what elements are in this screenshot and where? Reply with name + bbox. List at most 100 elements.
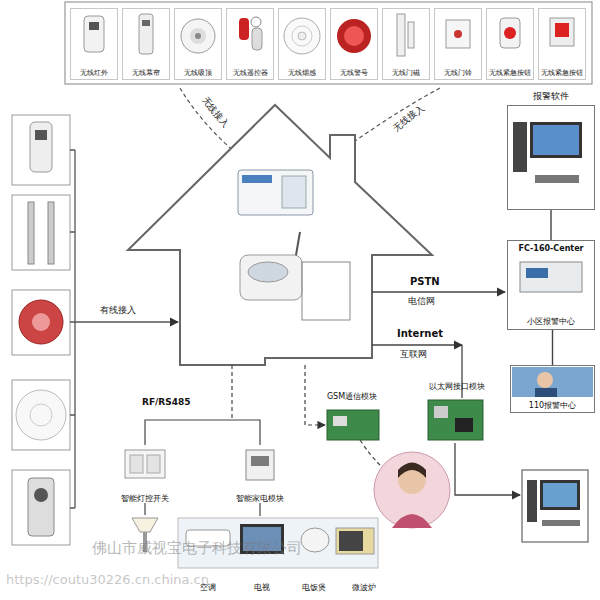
rice-cooker [301, 528, 329, 552]
device-tile: 无线吸顶 [174, 8, 222, 80]
device-tile: 无线门磁 [382, 8, 430, 80]
ceiling-sensor [181, 19, 215, 53]
sensor-ring [190, 28, 206, 44]
board-chip [333, 416, 347, 426]
box-label: 报警软件 [533, 91, 569, 101]
link-label: 有线接入 [100, 306, 136, 316]
doorbell-button [454, 30, 462, 38]
wire [74, 150, 75, 508]
wired-arrow [75, 321, 178, 322]
device-box [12, 195, 70, 270]
box-label: 电视 [254, 583, 270, 592]
siren [337, 19, 371, 53]
sensor-dot [195, 33, 201, 39]
gsm-link [305, 365, 325, 425]
panic-key [504, 27, 516, 39]
switch-key [147, 455, 160, 473]
device-label: 无线吸顶 [184, 69, 212, 77]
alarm-host [240, 255, 302, 300]
link-label: 互联网 [400, 350, 427, 360]
smoke-detector [284, 18, 320, 54]
panel-keypad [282, 176, 306, 208]
device-label: 无线紧急按钮 [541, 69, 583, 77]
device-strip [65, 2, 592, 84]
police-photo [512, 367, 593, 397]
panic-key [555, 23, 569, 37]
device-label: 无线门磁 [392, 69, 420, 77]
device-tile: 无线烟感 [278, 8, 326, 80]
link-label: 无线接入 [392, 104, 426, 134]
link-label: RF/RS485 [142, 398, 191, 408]
system-box: FC-160-Center小区报警中心 [507, 240, 595, 330]
sensor-window [142, 20, 150, 26]
link-label: 无线接入 [199, 96, 230, 130]
box-label: 以太网接口模块 [429, 382, 485, 391]
appliance-module [246, 450, 274, 480]
device-label: 无线门铃 [444, 69, 472, 77]
system-box: 报警软件 [507, 105, 595, 210]
detector-ring [292, 26, 312, 46]
monitor-screen [533, 125, 579, 155]
pir-sensor [84, 16, 104, 52]
box-label: 智能家电模块 [236, 494, 284, 503]
box-label: FC-160-Center [518, 244, 583, 253]
monitor [530, 122, 582, 158]
siren-lens [344, 26, 364, 46]
house-window [302, 262, 350, 320]
connector-line [552, 330, 553, 365]
detector-ring [30, 404, 52, 426]
light-switch [125, 450, 165, 478]
officer-uniform [535, 388, 557, 397]
rf-bus [231, 365, 232, 418]
device-display [526, 268, 548, 278]
module-box: 智能灯控开关 [110, 446, 180, 503]
monitor-screen [543, 483, 577, 507]
panic-button [500, 18, 520, 48]
device-label: 无线警号 [340, 69, 368, 77]
beam-receiver [48, 202, 54, 264]
module-box: GSM通信模块 [318, 392, 386, 442]
pir-window [35, 130, 47, 140]
device-label: 无线遥控器 [233, 69, 268, 77]
pstn-arrow [372, 291, 505, 292]
device-tile: 无线警号 [330, 8, 378, 80]
device-label: 无线紧急按钮 [489, 69, 531, 77]
antenna [296, 232, 300, 255]
phone-user [374, 452, 450, 528]
wired-detector [28, 478, 54, 536]
device-label: 无线幕帘 [132, 69, 160, 77]
device-box [12, 380, 70, 450]
link-label: Internet [397, 328, 443, 339]
wire [455, 443, 520, 495]
keyboard [542, 520, 580, 526]
wire [144, 503, 145, 515]
box-label: GSM通信模块 [327, 392, 377, 401]
panel-display [242, 175, 272, 183]
device-box [12, 290, 70, 355]
module-box: 微波炉 [336, 520, 392, 592]
pc-tower [513, 122, 527, 172]
host-speaker [248, 262, 288, 282]
link-label: 电信网 [408, 297, 435, 307]
keyboard [535, 175, 579, 183]
user-body [392, 514, 432, 528]
microwave [336, 528, 374, 554]
remote-fob [239, 18, 249, 40]
watermark: https://coutu30226.cn.china.cn [6, 573, 209, 587]
house-outline [128, 105, 432, 365]
door-contact [397, 14, 405, 56]
user-hair [398, 463, 426, 479]
device-box [12, 470, 70, 545]
device-tile: 无线紧急按钮 [538, 8, 586, 80]
link-label: PSTN [410, 276, 440, 287]
device-tile: 无线门铃 [434, 8, 482, 80]
pir-window [89, 22, 99, 30]
internet-arrow [372, 344, 462, 345]
gsm-board [327, 410, 379, 440]
alarm-panel [238, 170, 313, 215]
device-label: 无线红外 [80, 69, 108, 77]
system-box: 110报警中心 [510, 365, 595, 413]
remote-fob [252, 28, 262, 50]
wired-pir [30, 122, 52, 172]
board-chip [455, 418, 473, 432]
